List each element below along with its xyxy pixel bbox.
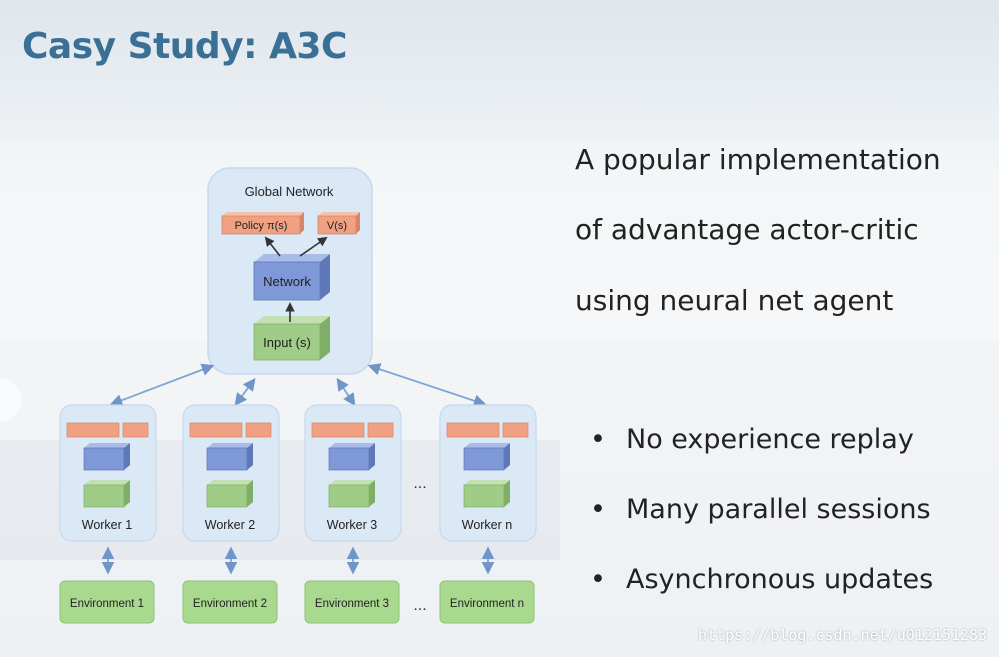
environment-box: Environment n bbox=[439, 580, 535, 624]
network-box: Network bbox=[253, 254, 330, 301]
arrow-network-to-policy bbox=[264, 236, 281, 257]
worker-panel: Worker 1 bbox=[59, 404, 157, 542]
arrow-global-worker-1 bbox=[109, 363, 215, 407]
network-label: Network bbox=[263, 274, 311, 289]
input-label: Input (s) bbox=[263, 335, 311, 350]
policy-label: Policy π(s) bbox=[235, 220, 288, 232]
worker-label: Worker 1 bbox=[82, 518, 133, 532]
arrow-global-worker-2 bbox=[234, 377, 256, 407]
worker-panel: Worker n bbox=[439, 404, 537, 542]
bullet-item: • No experience replay bbox=[590, 424, 914, 455]
worker-label: Worker 3 bbox=[327, 518, 378, 532]
worker-ellipsis: ... bbox=[413, 475, 426, 492]
environment-label: Environment 1 bbox=[70, 598, 144, 610]
arrow-network-to-value bbox=[299, 236, 328, 257]
watermark-url: https://blog.csdn.net/u012151283 bbox=[698, 626, 987, 644]
environment-box: Environment 3 bbox=[304, 580, 400, 624]
value-output-box: V(s) bbox=[317, 212, 360, 235]
bullet-item: • Many parallel sessions bbox=[590, 494, 931, 525]
a3c-diagram: Global Network Policy π(s) V(s) Network … bbox=[59, 167, 537, 624]
arrow-global-worker-3 bbox=[336, 377, 356, 407]
environment-label: Environment n bbox=[450, 598, 524, 610]
environment-ellipsis: ... bbox=[413, 597, 426, 614]
worker-panel: Worker 2 bbox=[182, 404, 280, 542]
environment-label: Environment 3 bbox=[315, 598, 389, 610]
global-network-label: Global Network bbox=[245, 184, 334, 199]
worker-label: Worker n bbox=[462, 518, 513, 532]
environment-box: Environment 1 bbox=[59, 580, 155, 624]
worker-label: Worker 2 bbox=[205, 518, 256, 532]
bullet-dot: • bbox=[590, 424, 606, 455]
bullet-text: Asynchronous updates bbox=[626, 564, 934, 595]
value-label: V(s) bbox=[327, 220, 347, 232]
bullet-dot: • bbox=[590, 564, 606, 595]
arrow-global-worker-n bbox=[367, 363, 487, 407]
bullet-item: • Asynchronous updates bbox=[590, 564, 933, 595]
description-line: of advantage actor-critic bbox=[575, 213, 919, 246]
bullet-dot: • bbox=[590, 494, 606, 525]
policy-output-box: Policy π(s) bbox=[221, 212, 304, 235]
bullet-text: No experience replay bbox=[626, 424, 914, 455]
worker-panel: Worker 3 bbox=[304, 404, 402, 542]
description-line: A popular implementation bbox=[575, 143, 941, 176]
bullet-text: Many parallel sessions bbox=[626, 494, 931, 525]
environment-box: Environment 2 bbox=[182, 580, 278, 624]
description-line: using neural net agent bbox=[575, 284, 894, 317]
input-box: Input (s) bbox=[253, 316, 330, 361]
environment-label: Environment 2 bbox=[193, 598, 267, 610]
slide-title: Casy Study: A3C bbox=[22, 26, 347, 67]
